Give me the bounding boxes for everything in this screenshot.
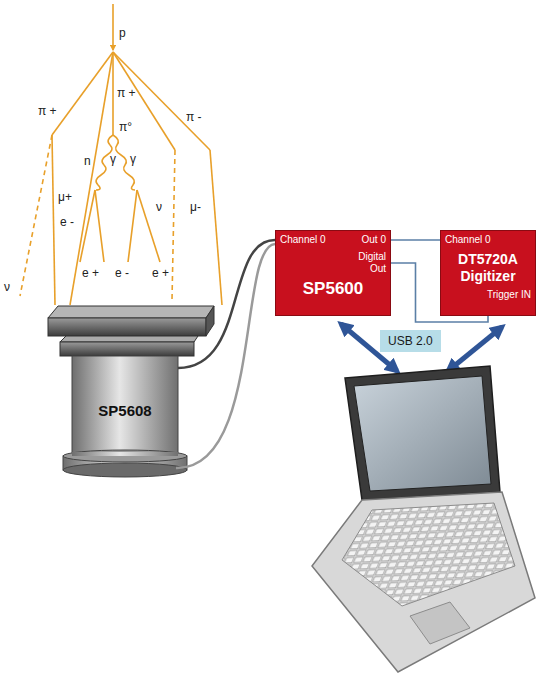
laptop-lid	[345, 366, 500, 500]
pion-track	[52, 52, 113, 135]
particle-label: ν	[156, 200, 162, 214]
particle-label: μ+	[58, 190, 72, 204]
photon-track	[113, 135, 135, 190]
pion-track	[112, 52, 114, 135]
electron-track	[80, 190, 95, 262]
electron-track	[128, 190, 137, 262]
signal-cable	[178, 240, 275, 368]
port-label: Digital Out	[346, 251, 386, 275]
slab-top	[60, 336, 198, 342]
signal-wire	[391, 239, 440, 241]
particle-label: γ	[130, 152, 136, 166]
laptop	[312, 366, 535, 672]
positron-track	[95, 190, 104, 262]
cable	[176, 244, 275, 468]
particle-shower	[20, 4, 222, 305]
proton-track	[112, 4, 114, 50]
slab-top	[48, 306, 214, 318]
pmt-body	[72, 356, 178, 456]
device-name: DT5720A Digitizer	[443, 251, 533, 285]
device-name: SP5608	[98, 402, 151, 419]
pion-track	[113, 52, 210, 150]
touchpad	[410, 602, 470, 644]
particle-label: e +	[82, 266, 99, 280]
pmt-base-top	[63, 450, 187, 462]
particle-label: e +	[152, 266, 169, 280]
muon-track	[52, 135, 55, 305]
particle-label: e -	[60, 215, 74, 229]
module-box: Channel 0 DT5720A DigitizerTrigger IN	[440, 230, 536, 316]
neutrino-track	[172, 150, 175, 300]
device-name: SP5600	[276, 279, 390, 299]
pmt-body	[72, 452, 178, 456]
port-label: Channel 0	[280, 234, 326, 246]
particle-label: ν	[4, 280, 10, 294]
pmt-base-bottom	[63, 463, 187, 477]
particle-label: γ	[110, 152, 116, 166]
particle-label: π°	[119, 120, 132, 134]
particle-label: n	[84, 154, 91, 168]
neutrino-track	[20, 135, 52, 296]
particle-label: π +	[38, 104, 57, 118]
particle-label: μ-	[190, 200, 201, 214]
muon-track	[210, 150, 222, 305]
keyboard	[342, 503, 515, 606]
detector-node: SP5608	[72, 360, 178, 460]
usb-arrow	[448, 327, 502, 371]
particle-label: π +	[117, 86, 136, 100]
interface-box: USB 2.0	[380, 330, 441, 352]
port-label: Out 0	[362, 234, 386, 246]
interface-label: USB 2.0	[388, 334, 433, 348]
particle-label: p	[119, 26, 126, 40]
pion-track	[113, 52, 175, 150]
particle-label: π -	[186, 110, 202, 124]
slab-side	[206, 306, 214, 336]
module-box: Channel 0 Out 0 Digital OutSP5600	[275, 230, 391, 316]
detector	[48, 306, 214, 477]
port-label: Trigger IN	[487, 289, 531, 301]
laptop-base	[312, 492, 535, 672]
slab-front	[60, 342, 194, 356]
slab-front	[48, 318, 206, 336]
particle-label: e -	[115, 266, 129, 280]
port-label: Channel 0	[445, 234, 491, 246]
laptop-screen	[354, 376, 491, 491]
neutron-track	[70, 52, 113, 305]
